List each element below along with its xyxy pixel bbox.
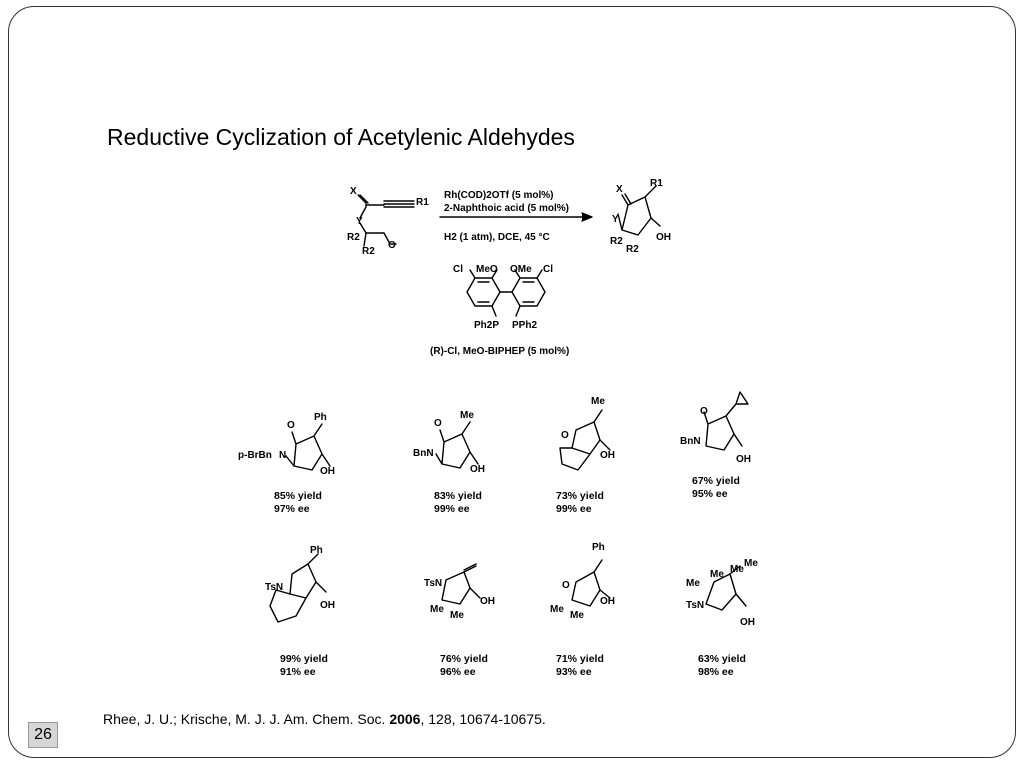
example-4-bonds	[703, 391, 749, 451]
example-2-bnn: BnN	[413, 448, 434, 459]
example-1-n: N	[279, 450, 286, 461]
example-6-yield: 76% yield	[440, 653, 488, 665]
example-7-ee: 93% ee	[556, 666, 592, 678]
product-oh-label: OH	[656, 232, 671, 243]
example-4-yield: 67% yield	[692, 475, 740, 487]
example-1-ee: 97% ee	[274, 503, 310, 515]
example-8-bonds	[705, 565, 747, 611]
substrate-r2a-label: R2	[347, 232, 360, 243]
citation-prefix: Rhee, J. U.; Krische, M. J. J. Am. Chem.…	[103, 711, 390, 727]
product-r1-label: R1	[650, 178, 663, 189]
example-8-me-exo: Me	[744, 558, 758, 569]
ligand-ring-left	[466, 277, 501, 307]
ligand-pph2: PPh2	[512, 320, 537, 331]
example-6-tsn: TsN	[424, 578, 442, 589]
example-8-ee: 98% ee	[698, 666, 734, 678]
example-1-pbrbn: p-BrBn	[238, 450, 272, 461]
ligand-caption: (R)-Cl, MeO-BIPHEP (5 mol%)	[430, 346, 569, 357]
example-7-me2: Me	[570, 610, 584, 621]
substrate-o-label: O	[388, 240, 396, 251]
example-1-bonds	[285, 423, 331, 471]
example-7-o: O	[562, 580, 570, 591]
slide-title: Reductive Cyclization of Acetylenic Alde…	[107, 124, 575, 150]
example-3-yield: 73% yield	[556, 490, 604, 502]
example-4-o: O	[700, 406, 708, 417]
conditions-line-1: Rh(COD)2OTf (5 mol%)	[444, 190, 553, 201]
example-3-ee: 99% ee	[556, 503, 592, 515]
example-8-me-left: Me	[686, 578, 700, 589]
example-6-me2: Me	[450, 610, 464, 621]
example-3-oh: OH	[600, 450, 615, 461]
example-7-ph: Ph	[592, 542, 605, 553]
example-6-bonds	[441, 563, 481, 605]
substrate-y-label: Y	[356, 216, 363, 227]
ligand-cl-right: Cl	[543, 264, 553, 275]
ligand-ome: OMe	[510, 264, 532, 275]
example-5-oh: OH	[320, 600, 335, 611]
example-2-bonds	[435, 421, 479, 469]
example-8-yield: 63% yield	[698, 653, 746, 665]
example-8-tsn: TsN	[686, 600, 704, 611]
page-number: 26	[28, 722, 58, 748]
substrate-r1-label: R1	[416, 197, 429, 208]
ligand-ring-right	[511, 277, 546, 307]
example-2-yield: 83% yield	[434, 490, 482, 502]
example-4-ee: 95% ee	[692, 488, 728, 500]
citation: Rhee, J. U.; Krische, M. J. J. Am. Chem.…	[103, 711, 546, 727]
citation-year: 2006	[389, 711, 421, 727]
example-7-me1: Me	[550, 604, 564, 615]
example-8-me-ring: Me	[710, 569, 724, 580]
example-8-me-top: Me	[730, 564, 744, 575]
example-1-o: O	[287, 420, 295, 431]
substrate-bonds	[357, 194, 415, 247]
product-r2a-label: R2	[610, 236, 623, 247]
example-5-ee: 91% ee	[280, 666, 316, 678]
example-4-bnn: BnN	[680, 436, 701, 447]
product-y-label: Y	[612, 214, 619, 225]
example-2-o: O	[434, 418, 442, 429]
reaction-arrow-head	[581, 212, 593, 222]
example-7-oh: OH	[600, 596, 615, 607]
example-8-oh: OH	[740, 617, 755, 628]
conditions-line-3: H2 (1 atm), DCE, 45 °C	[444, 232, 550, 243]
product-bonds	[617, 185, 661, 236]
example-2-ee: 99% ee	[434, 503, 470, 515]
product-x-label: X	[616, 184, 623, 195]
example-5-tsn: TsN	[265, 582, 283, 593]
example-6-ee: 96% ee	[440, 666, 476, 678]
example-1-yield: 85% yield	[274, 490, 322, 502]
ligand-cl-left: Cl	[453, 264, 463, 275]
example-1-oh: OH	[320, 466, 335, 477]
example-7-bonds	[571, 559, 611, 607]
citation-suffix: , 128, 10674-10675.	[420, 711, 546, 727]
example-6-oh: OH	[480, 596, 495, 607]
example-5-ph: Ph	[310, 545, 323, 556]
example-2-oh: OH	[470, 464, 485, 475]
ligand-substituent-bonds	[469, 269, 543, 317]
ligand-meo: MeO	[476, 264, 498, 275]
example-7-yield: 71% yield	[556, 653, 604, 665]
conditions-line-2: 2-Naphthoic acid (5 mol%)	[444, 203, 569, 214]
example-2-me: Me	[460, 410, 474, 421]
ligand-ph2p: Ph2P	[474, 320, 499, 331]
example-5-yield: 99% yield	[280, 653, 328, 665]
slide-frame	[8, 6, 1016, 758]
example-3-me: Me	[591, 396, 605, 407]
example-6-me1: Me	[430, 604, 444, 615]
example-3-o: O	[561, 430, 569, 441]
example-4-oh: OH	[736, 454, 751, 465]
example-5-bonds	[269, 553, 327, 623]
product-r2b-label: R2	[626, 244, 639, 255]
substrate-r2b-label: R2	[362, 246, 375, 257]
example-1-ph: Ph	[314, 412, 327, 423]
example-3-bonds	[559, 409, 611, 471]
substrate-x-label: X	[350, 186, 357, 197]
